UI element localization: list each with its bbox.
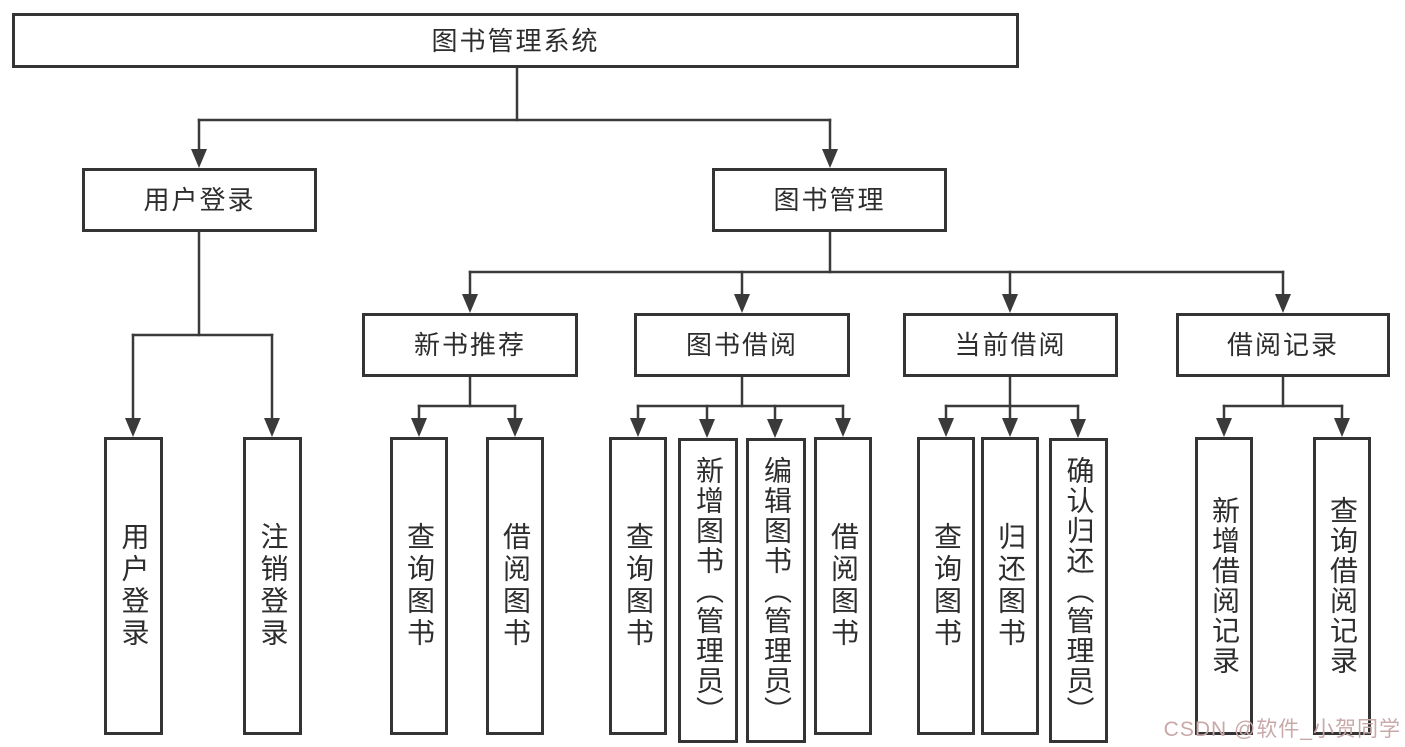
node-root: 图书管理系统 (12, 13, 1019, 68)
arrow-down-icon (411, 418, 427, 437)
arrow-down-icon (191, 149, 207, 168)
node-new-book-recommend: 新书推荐 (362, 313, 578, 377)
node-book-borrowing: 图书借阅 (634, 313, 850, 377)
node-leaf-borrow-books-a: 借阅图书 (486, 437, 544, 735)
node-label: 借阅图书 (828, 522, 859, 650)
node-leaf-add-books-admin: 新增图书（管理员） (678, 438, 738, 743)
node-label: 新增图书（管理员） (693, 455, 724, 726)
node-label: 查询图书 (931, 522, 962, 650)
node-label: 用户登录 (143, 185, 256, 215)
node-label: 图书管理系统 (431, 25, 600, 56)
node-label: 新书推荐 (413, 330, 526, 360)
arrow-down-icon (1334, 418, 1350, 437)
arrow-down-icon (767, 419, 783, 438)
node-book-management: 图书管理 (712, 168, 947, 232)
node-leaf-borrow-books-b: 借阅图书 (814, 437, 872, 735)
node-label: 编辑图书（管理员） (761, 455, 792, 726)
node-leaf-query-books-a: 查询图书 (390, 437, 448, 735)
node-leaf-confirm-return-admin: 确认归还（管理员） (1049, 438, 1108, 743)
arrow-down-icon (938, 418, 954, 437)
node-leaf-user-login: 用户登录 (104, 437, 163, 735)
node-borrowing-records: 借阅记录 (1176, 313, 1390, 377)
node-label: 当前借阅 (954, 330, 1067, 360)
arrow-down-icon (264, 418, 280, 437)
arrow-down-icon (822, 149, 838, 168)
arrow-down-icon (835, 418, 851, 437)
arrow-down-icon (1275, 294, 1291, 313)
arrow-down-icon (1002, 294, 1018, 313)
node-label: 查询图书 (404, 522, 435, 650)
node-label: 图书管理 (773, 185, 886, 215)
node-label: 查询借阅记录 (1327, 496, 1358, 676)
node-leaf-logout: 注销登录 (243, 437, 302, 735)
node-label: 注销登录 (257, 522, 289, 650)
arrow-down-icon (1070, 419, 1086, 438)
node-label: 借阅记录 (1226, 330, 1339, 360)
node-label: 新增借阅记录 (1209, 496, 1240, 676)
node-user-login: 用户登录 (82, 168, 317, 232)
node-label: 图书借阅 (685, 330, 798, 360)
arrow-down-icon (507, 418, 523, 437)
arrow-down-icon (734, 294, 750, 313)
node-leaf-query-books-c: 查询图书 (917, 437, 975, 735)
node-label: 用户登录 (118, 522, 150, 650)
node-label: 借阅图书 (500, 522, 531, 650)
node-label: 归还图书 (995, 522, 1026, 650)
node-label: 查询图书 (623, 522, 654, 650)
node-label: 确认归还（管理员） (1063, 455, 1095, 726)
node-leaf-query-books-b: 查询图书 (609, 437, 667, 735)
arrow-down-icon (1216, 418, 1232, 437)
arrow-down-icon (699, 419, 715, 438)
node-current-borrowing: 当前借阅 (903, 313, 1118, 377)
node-leaf-add-borrow-record: 新增借阅记录 (1195, 437, 1253, 735)
arrow-down-icon (125, 418, 141, 437)
arrow-down-icon (1002, 418, 1018, 437)
node-leaf-return-books: 归还图书 (981, 437, 1039, 735)
node-leaf-edit-books-admin: 编辑图书（管理员） (746, 438, 806, 743)
arrow-down-icon (462, 294, 478, 313)
arrow-down-icon (630, 418, 646, 437)
node-leaf-query-borrow-record: 查询借阅记录 (1313, 437, 1371, 735)
